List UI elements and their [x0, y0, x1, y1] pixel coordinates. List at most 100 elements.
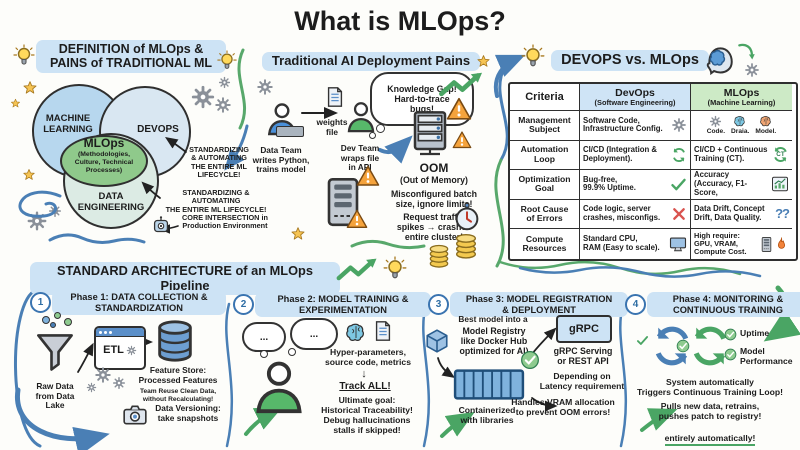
th-mlops-sub: (Machine Learning)	[707, 97, 776, 107]
phase-1-title: Phase 1: DATA COLLECTION & STANDARDIZATI…	[52, 290, 226, 316]
model-cube-icon	[424, 328, 450, 354]
gear-icon	[256, 78, 274, 96]
phase-2-title: Phase 2: MODEL TRAINING & EXPERIMENTATIO…	[255, 292, 431, 318]
brain-icon	[344, 322, 368, 344]
star-icon	[22, 168, 36, 182]
data-drop	[64, 318, 72, 326]
note-lifecycle-short: STANDARDIZING & AUTOMATING THE ENTIRE ML…	[189, 145, 249, 180]
best-model-label: Best model into a	[458, 314, 528, 324]
gpu-icons	[760, 236, 789, 253]
window-titlebar	[96, 328, 144, 337]
row-mlops-cell: CI/CD + Continuous Training (CT). CT	[691, 141, 792, 171]
oom-subtitle: (Out of Memory)	[400, 175, 468, 185]
row-devops-cell: Code logic, server crashes, misconfigs.	[580, 199, 691, 230]
row-mlops-cell: High require: GPU, VRAM, Compute Cost.	[691, 229, 792, 259]
fire-icon	[774, 236, 789, 252]
check-circle-icon	[520, 350, 540, 370]
latency-label: Depending on Latency requirement	[539, 371, 625, 391]
check-circle-icon	[676, 339, 690, 353]
feature-store-sub: Team Reuse Clean Data, without Recalcula…	[139, 388, 217, 403]
data-drop	[50, 322, 56, 328]
code-item: Code.	[707, 115, 725, 136]
phase-2-number: 2	[233, 294, 254, 315]
grpc-box: gRPC	[556, 315, 612, 343]
model-item: Model.	[755, 115, 776, 136]
cell-text: CI/CD (Integration & Deployment).	[583, 145, 658, 163]
oom-title: OOM	[419, 161, 449, 175]
data-label: Draia.	[731, 128, 750, 135]
star-icon	[22, 80, 38, 96]
note-core-intersection: CORE INTERSECTION in Production Environm…	[182, 213, 268, 231]
row-criteria: Management Subject	[510, 111, 580, 141]
row-criteria: Compute Resources	[510, 229, 580, 259]
oom-cause-1: Misconfigured batch size, ignore limits!	[390, 189, 478, 210]
venn-label-devops: DEVOPS	[137, 124, 179, 135]
lightbulb-icon	[520, 44, 546, 70]
grpc-label: gRPC	[569, 323, 599, 335]
check-icon	[670, 176, 687, 193]
phase-4-number: 4	[625, 294, 646, 315]
row-devops-cell: CI/CD (Integration & Deployment).	[580, 140, 691, 171]
chart-icon	[771, 175, 789, 193]
server-rack-icon	[410, 108, 450, 160]
th-devops-sub: (Software Engineering)	[594, 97, 676, 107]
stopwatch-icon	[452, 202, 482, 232]
brain-head-icon	[702, 42, 736, 76]
camera-icon	[122, 402, 148, 428]
data-drop	[54, 312, 61, 319]
entirely-auto-label: entirely automatically!	[632, 424, 788, 446]
row-mlops-cell: Data Drift, Concept Drift, Data Quality.…	[691, 200, 792, 230]
venn-label-mlops: MLOps	[83, 136, 125, 150]
gear-icon	[744, 62, 760, 78]
cell-text: Accuracy (Accuracy, F1-Score,	[694, 170, 748, 197]
row-criteria: Root Cause of Errors	[510, 199, 580, 230]
pains-heading: Traditional AI Deployment Pains	[262, 52, 480, 71]
note-lifecycle-wide: STANDARDIZING & AUTOMATING THE ENTIRE ML…	[165, 188, 267, 214]
star-icon	[476, 54, 491, 69]
robot-icon	[150, 215, 172, 237]
cell-text: Standard CPU, RAM (Easy to scale).	[583, 234, 660, 253]
thought-dots: ...	[259, 331, 269, 343]
track-items-label: Hyper-parameters, source code, metrics	[325, 347, 411, 367]
feature-store-db-icon	[152, 318, 198, 364]
dev-team-label: Dev Team wraps file in API	[340, 143, 380, 173]
track-all-label: Track ALL!	[339, 381, 391, 392]
th-mlops: MLOps (Machine Learning)	[691, 84, 792, 111]
weights-file-icon	[324, 86, 346, 108]
row-devops-cell: Bug-free, 99.9% Uptime.	[580, 170, 691, 200]
gear-icon	[218, 76, 231, 89]
row-mlops-cell: Accuracy (Accuracy, F1-Score,	[691, 170, 792, 200]
trend-up-arrow-icon	[438, 70, 484, 98]
bubble-dot	[376, 124, 385, 133]
th-devops: DevOps (Software Engineering)	[580, 84, 691, 111]
data-drop	[42, 316, 50, 324]
gears-icon	[671, 117, 687, 133]
warning-icon	[356, 164, 380, 188]
gear-icon	[126, 345, 137, 356]
model-performance-label: Model Performance	[740, 346, 793, 366]
venn-center-mlops	[60, 135, 148, 187]
cell-text: CI/CD + Continuous Training (CT).	[694, 145, 768, 163]
row-devops-cell: Software Code, Infrastructure Config.	[580, 111, 691, 141]
row-devops-cell: Standard CPU, RAM (Easy to scale).	[580, 229, 691, 259]
pipeline-heading: STANDARD ARCHITECTURE of an MLOps Pipeli…	[30, 262, 340, 296]
row-criteria: Optimization Goal	[510, 170, 580, 200]
data-team-label: Data Team writes Python, trains model	[252, 145, 310, 175]
star-icon	[290, 226, 306, 242]
thought-dots: ...	[309, 328, 319, 340]
brain-icon	[759, 115, 773, 128]
phase-4-title: Phase 4: MONITORING & CONTINUOUS TRAININ…	[647, 292, 800, 318]
warning-icon	[346, 208, 368, 230]
phase-3-title: Phase 3: MODEL REGISTRATION & DEPLOYMENT	[450, 292, 628, 318]
star-icon	[10, 98, 21, 109]
th-mlops-title: MLOps	[723, 86, 760, 99]
bubble-dot	[369, 132, 376, 139]
comparison-heading: DEVOPS vs. MLOps	[551, 50, 709, 71]
th-devops-title: DevOps	[615, 86, 655, 99]
trend-up-arrow-icon	[336, 256, 378, 282]
coins-icon	[426, 242, 452, 270]
row-criteria: Automation Loop	[510, 140, 580, 171]
curved-arrow-icon	[736, 42, 756, 62]
check-circle-icon	[724, 348, 737, 361]
